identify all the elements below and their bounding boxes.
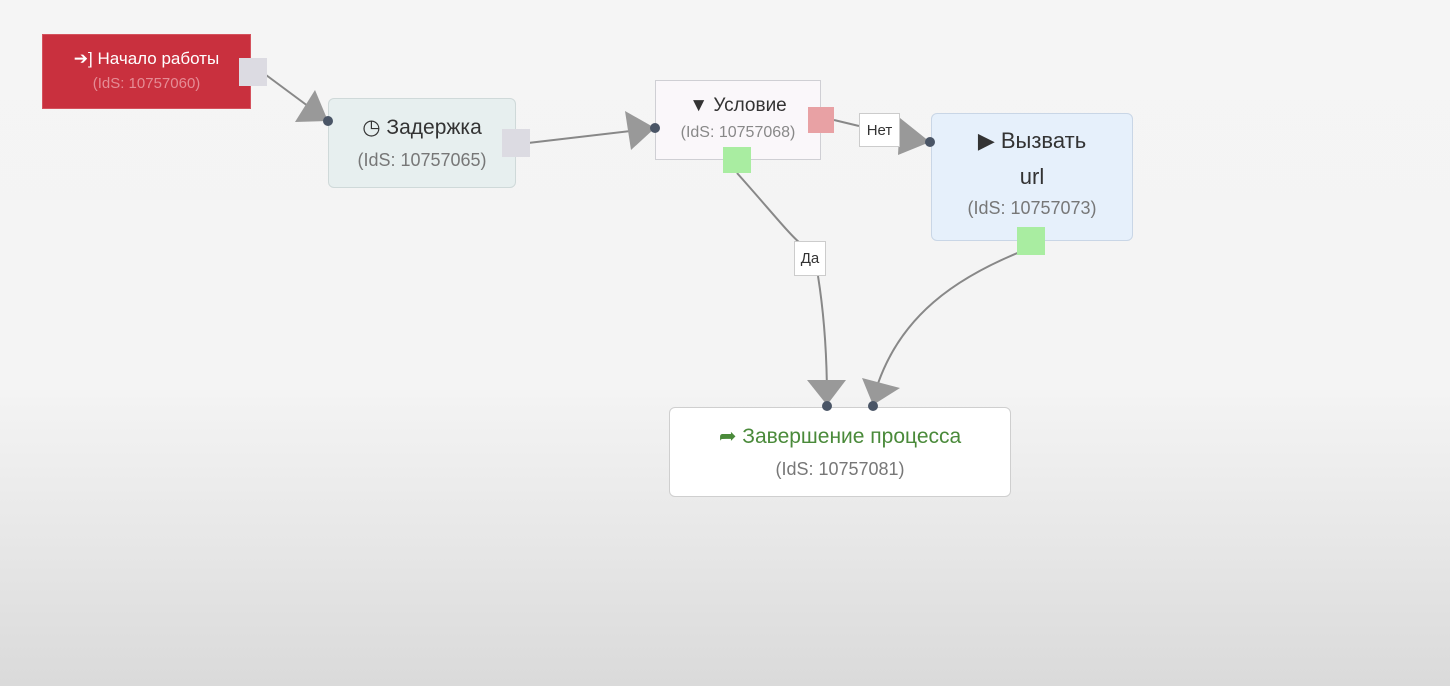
arrowhead [295,90,328,122]
node-end[interactable]: ➦ Завершение процесса (IdS: 10757081) [669,407,1011,497]
edge-delay-condition [527,128,649,144]
node-ids: (IdS: 10757060) [92,75,201,92]
node-ids: (IdS: 10757068) [680,124,796,141]
input-port[interactable] [868,401,878,411]
sign-in-icon: ➔] [73,49,93,68]
node-ids: (IdS: 10757065) [357,150,487,170]
arrowhead [807,380,846,405]
node-title: Задержка [386,116,482,139]
arrowhead [625,111,655,150]
output-port[interactable] [1017,227,1045,255]
play-icon: ▶ [977,128,995,153]
edge-label-no: Нет [859,113,900,147]
input-port[interactable] [323,116,333,126]
node-title: Вызвать [1000,128,1087,153]
edge-label-yes: Да [794,241,826,276]
node-ids: (IdS: 10757081) [775,459,905,479]
output-port-yes[interactable] [723,147,751,173]
arrowhead [862,378,900,405]
filter-icon: ▼ [689,95,709,116]
arrowhead [898,118,930,155]
input-port[interactable] [925,137,935,147]
output-port-no[interactable] [808,107,834,133]
node-condition[interactable]: ▼ Условие (IdS: 10757068) [655,80,821,160]
node-start[interactable]: ➔] Начало работы (IdS: 10757060) [42,34,251,109]
sign-out-icon: ➦ [718,425,737,448]
node-ids: (IdS: 10757073) [967,198,1097,218]
node-title: Условие [713,95,787,116]
output-port[interactable] [502,129,530,157]
input-port[interactable] [822,401,832,411]
node-title: Начало работы [97,49,220,68]
clock-icon: ◷ [362,116,381,139]
edge-call-end [872,247,1031,401]
input-port[interactable] [650,123,660,133]
output-port[interactable] [239,58,267,86]
node-delay[interactable]: ◷ Задержка (IdS: 10757065) [328,98,516,188]
node-title: Завершение процесса [742,425,962,448]
edge-condition-yes [736,172,828,401]
node-call-url[interactable]: ▶ Вызвать url (IdS: 10757073) [931,113,1133,241]
node-title-line2: url [1019,164,1045,189]
